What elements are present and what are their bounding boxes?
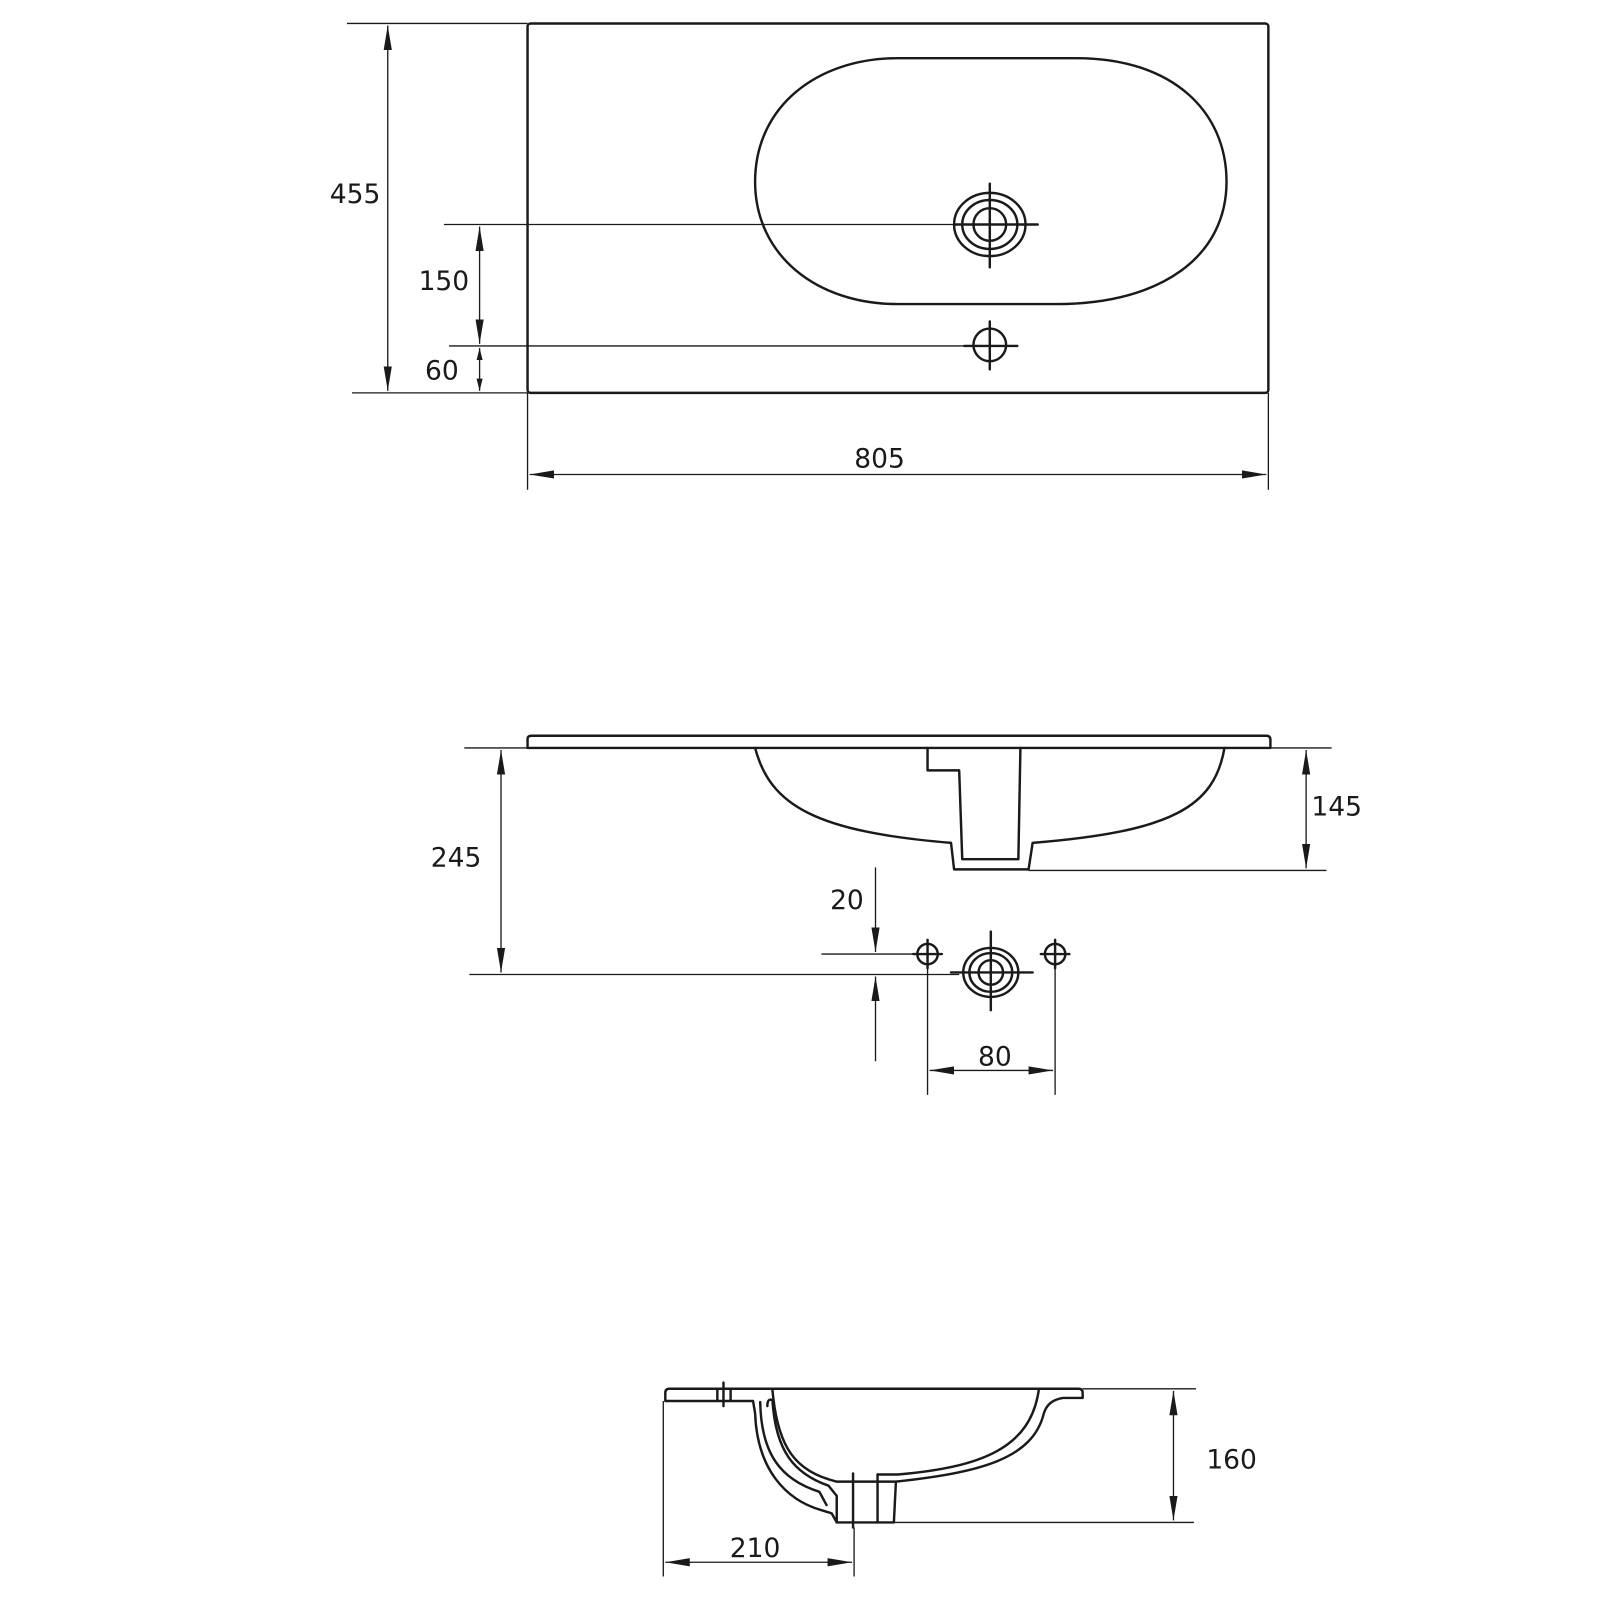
drain-offset-label: 210 xyxy=(730,1533,781,1564)
left-tap-hole-icon xyxy=(912,938,944,970)
taphole-offset-label: 20 xyxy=(830,885,864,916)
bowl-depth-label: 145 xyxy=(1311,791,1362,822)
drain-to-taphole-label: 150 xyxy=(419,266,470,297)
bowl-profile xyxy=(753,746,1226,871)
center-tap-hole-icon xyxy=(949,930,1034,1012)
side-profile-inner-bowl xyxy=(771,1388,898,1483)
fixing-bolt-icon xyxy=(716,1381,732,1408)
total-height-label: 245 xyxy=(431,842,482,873)
side-profile-outer xyxy=(664,1387,1084,1524)
tap-hole-icon xyxy=(963,320,1019,371)
basin-bowl-outline xyxy=(753,56,1228,306)
taphole-to-edge-label: 60 xyxy=(425,356,459,387)
right-tap-hole-icon xyxy=(1039,938,1071,970)
countertop-slab xyxy=(526,734,1272,750)
overflow-channel xyxy=(926,746,1022,861)
side-height-label: 160 xyxy=(1206,1444,1257,1475)
overflow-channel-side xyxy=(758,1398,838,1524)
side-view: 160 210 xyxy=(662,1381,1257,1577)
front-view: 245 145 20 80 xyxy=(431,734,1362,1095)
hole-spacing-label: 80 xyxy=(978,1041,1012,1072)
countertop-outline xyxy=(526,22,1270,395)
top-view: 455 150 60 805 xyxy=(330,22,1270,490)
width-label: 805 xyxy=(854,443,905,474)
depth-label: 455 xyxy=(330,179,381,210)
side-profile-inner-right xyxy=(876,1388,1040,1476)
drain-icon xyxy=(952,182,1039,269)
